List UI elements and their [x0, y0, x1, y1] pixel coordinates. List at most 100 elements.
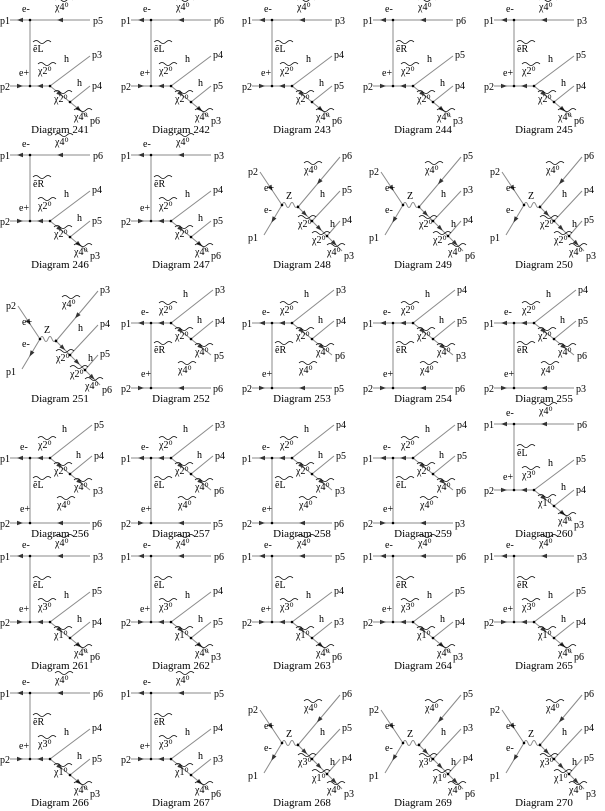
p1-label: p1 [121, 16, 131, 27]
higgs2-label: h [319, 614, 324, 625]
arrow-icon [177, 225, 184, 231]
p1-label: p1 [248, 771, 258, 782]
tilde-mark [416, 626, 436, 630]
arrow-icon [501, 83, 507, 89]
vertex-dot [169, 456, 173, 460]
p2-label: p2 [242, 82, 252, 93]
tilde-mark [73, 644, 93, 648]
vertex-dot [169, 321, 173, 325]
tilde-mark [279, 301, 299, 305]
end-out-label: p5 [214, 351, 224, 362]
neutralino-a-label: χ2⁰ [279, 66, 293, 77]
top-out-label: p6 [456, 16, 466, 27]
selectron-label: ẽR [154, 717, 165, 728]
vertex-dot [417, 743, 421, 747]
vertex-dot [431, 219, 435, 223]
tilde-mark [400, 436, 420, 440]
arrow-icon [521, 487, 527, 493]
arrow-icon [380, 455, 386, 461]
higgs1-label: h [62, 424, 67, 435]
top-out-label: p6 [342, 689, 352, 700]
end-out-label: p3 [453, 116, 463, 127]
tilde-mark [516, 341, 536, 345]
tilde-mark [295, 90, 315, 94]
propagator-line [49, 55, 91, 87]
positron-label: e+ [382, 604, 392, 615]
electron-label: e- [22, 540, 30, 551]
propagator-line [190, 621, 212, 639]
top-out-label: p6 [456, 552, 466, 563]
arrow-icon [521, 83, 527, 89]
vertex-dot [290, 84, 294, 88]
propagator-line [432, 728, 462, 760]
arrow-icon [540, 90, 547, 96]
vertex-dot [28, 620, 32, 624]
vertex-dot [83, 368, 87, 372]
tilde-mark [158, 436, 178, 440]
tilde-mark [194, 243, 214, 247]
selectron-label: ẽR [275, 345, 286, 356]
arrow-icon [451, 777, 458, 784]
electron-label: e- [141, 442, 149, 453]
arrow-icon [17, 152, 23, 158]
neutralino-a-label: χ2⁰ [37, 440, 51, 451]
arrow-icon [543, 210, 550, 217]
h1-out-label: p3 [92, 50, 102, 61]
p1-label: p1 [484, 16, 494, 27]
vertex-dot [296, 205, 300, 209]
h1-out-label: p5 [455, 586, 465, 597]
higgs2-label: h [77, 78, 82, 89]
propagator-line [568, 220, 583, 237]
propagator-line [311, 190, 341, 222]
arrow-icon [541, 17, 547, 23]
positron-label: e+ [385, 721, 395, 732]
selectron-label: ẽR [33, 717, 44, 728]
positron-label: e+ [19, 604, 29, 615]
arrow-icon [400, 619, 406, 625]
end-neutralino-label: χ4⁰ [436, 112, 450, 123]
arrow-icon [559, 178, 565, 185]
electron-label: e- [385, 4, 393, 15]
arrow-icon [259, 455, 265, 461]
positron-label: e+ [264, 183, 274, 194]
tilde-mark [539, 753, 559, 757]
tilde-mark [84, 377, 104, 381]
p1-label: p1 [369, 233, 379, 244]
propagator-line [553, 621, 575, 639]
higgs2-label: h [440, 614, 445, 625]
h2-out-label: p5 [92, 754, 102, 765]
vertex-dot [310, 636, 314, 640]
vertex-dot [149, 321, 153, 325]
tilde-mark [400, 62, 420, 66]
tilde-mark [419, 361, 439, 365]
tilde-mark [539, 0, 557, 2]
arrow-icon [138, 520, 144, 526]
vertex-dot [401, 203, 405, 207]
neutralino-a-label: χ3⁰ [279, 602, 293, 613]
h2-out-label: p4 [342, 753, 352, 764]
arrow-icon [17, 520, 23, 526]
vertex-dot [512, 554, 516, 558]
propagator-line [291, 289, 335, 324]
neutralino-b-label: χ2⁰ [53, 229, 67, 240]
positron-label: e+ [262, 504, 272, 515]
vertex-dot [522, 203, 526, 207]
propagator-line [190, 220, 212, 238]
higgs2-label: h [197, 450, 202, 461]
arrow-icon [177, 763, 184, 769]
end-neutralino-label: χ4⁰ [568, 785, 582, 796]
h2-out-label: p5 [213, 617, 223, 628]
p1-label: p1 [121, 319, 131, 330]
neutralino-a-label: χ2⁰ [400, 66, 414, 77]
h2-out-label: p5 [457, 451, 467, 462]
z-label: Z [407, 191, 413, 202]
electron-label: e- [143, 540, 151, 551]
end-out-label: p6 [574, 116, 584, 127]
tilde-mark [297, 753, 317, 757]
tilde-mark [177, 361, 197, 365]
